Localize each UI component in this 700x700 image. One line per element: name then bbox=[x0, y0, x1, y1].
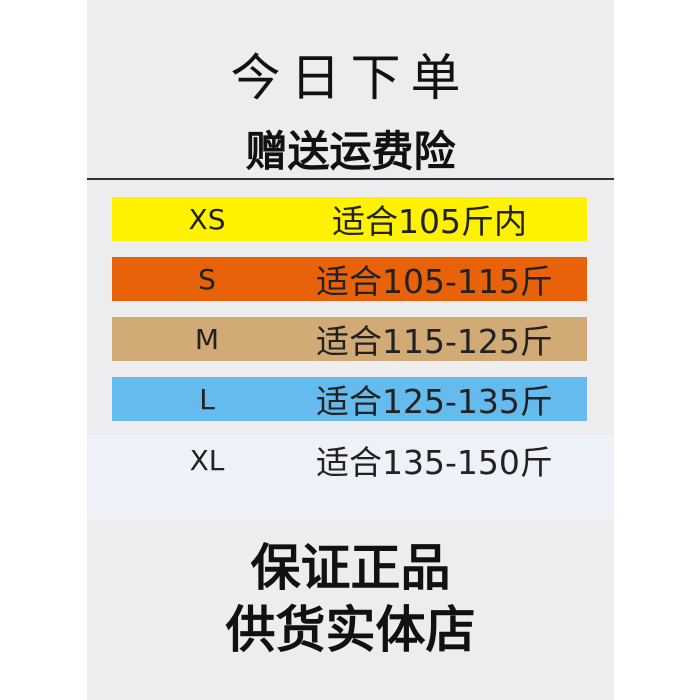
xl-row-background bbox=[87, 435, 614, 520]
promo-title: 今日下单 bbox=[230, 49, 471, 107]
promo-panel: 今日下单 赠送运费险 XS 适合105斤内 S 适合105-115斤 M 适合1… bbox=[87, 0, 614, 700]
size-range: 适合105斤内 bbox=[332, 202, 527, 241]
size-row-xl: XL 适合135-150斤 bbox=[112, 438, 587, 482]
size-label: XL bbox=[189, 443, 225, 477]
footer-line-1: 保证正品 bbox=[250, 539, 451, 597]
divider bbox=[87, 178, 614, 180]
size-range: 适合115-125斤 bbox=[316, 322, 553, 361]
size-row-xs: XS 适合105斤内 bbox=[112, 197, 587, 241]
size-label: L bbox=[199, 382, 215, 416]
size-range: 适合125-135斤 bbox=[316, 382, 553, 421]
size-label: M bbox=[194, 322, 220, 356]
promo-subtitle: 赠送运费险 bbox=[245, 127, 456, 176]
footer-line-2: 供货实体店 bbox=[225, 601, 476, 659]
size-label: S bbox=[198, 262, 216, 296]
size-row-l: L 适合125-135斤 bbox=[112, 377, 587, 421]
size-range: 适合105-115斤 bbox=[316, 262, 553, 301]
size-label: XS bbox=[188, 202, 226, 236]
size-row-s: S 适合105-115斤 bbox=[112, 257, 587, 301]
size-row-m: M 适合115-125斤 bbox=[112, 317, 587, 361]
size-range: 适合135-150斤 bbox=[316, 443, 553, 482]
